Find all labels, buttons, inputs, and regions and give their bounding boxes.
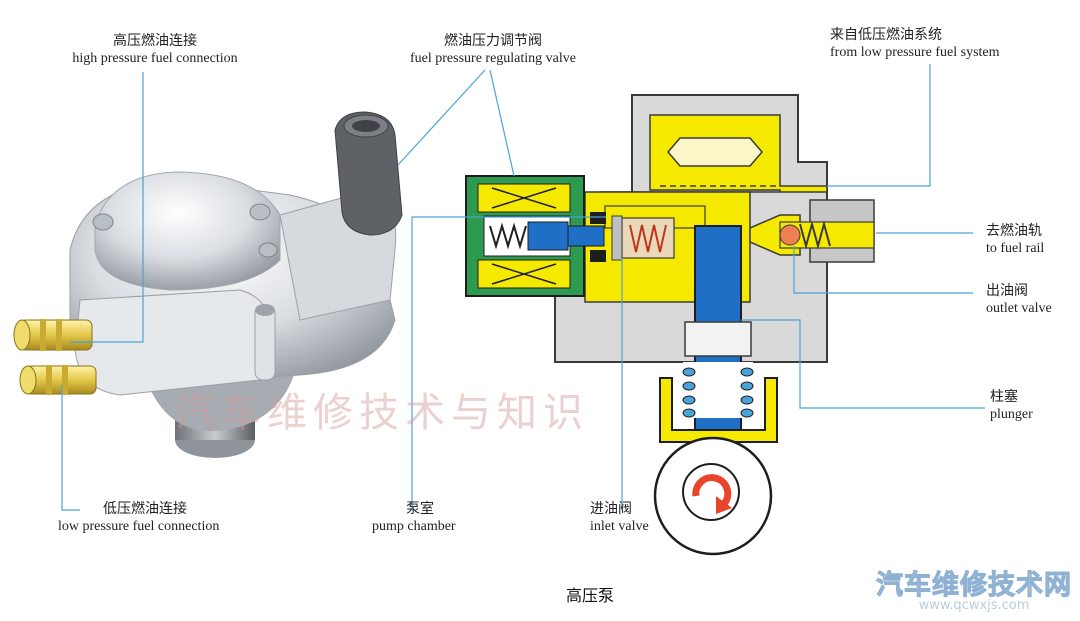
label-high-pressure: 高压燃油连接 high pressure fuel connection xyxy=(55,32,255,68)
label-regulating-valve-en: fuel pressure regulating valve xyxy=(410,51,576,66)
label-low-pressure-conn: 低压燃油连接 low pressure fuel connection xyxy=(58,500,219,536)
site-logo: 汽车维修技术网 www.qcwxjs.com xyxy=(876,563,1072,614)
label-pump-chamber-zh: 泵室 xyxy=(406,501,434,517)
label-pump-chamber: 泵室 pump chamber xyxy=(372,500,456,536)
label-low-pressure-system-zh: 来自低压燃油系统 xyxy=(830,27,942,43)
label-regulating-valve-zh: 燃油压力调节阀 xyxy=(444,33,542,49)
label-regulating-valve: 燃油压力调节阀 fuel pressure regulating valve xyxy=(388,32,598,68)
label-low-pressure-system: 来自低压燃油系统 from low pressure fuel system xyxy=(830,26,1000,62)
label-low-pressure-conn-zh: 低压燃油连接 xyxy=(103,501,187,517)
label-fuel-rail: 去燃油轨 to fuel rail xyxy=(986,222,1044,258)
label-outlet-valve-en: outlet valve xyxy=(986,301,1052,316)
pump-schematic xyxy=(465,94,875,556)
brass-fitting-upper xyxy=(13,319,93,351)
watermark-text: 汽车维修技术与知识 xyxy=(175,390,589,436)
site-logo-url: www.qcwxjs.com xyxy=(918,598,1030,613)
label-high-pressure-zh: 高压燃油连接 xyxy=(113,33,197,49)
pump-render xyxy=(13,111,403,458)
label-low-pressure-system-en: from low pressure fuel system xyxy=(830,45,1000,60)
label-inlet-valve-en: inlet valve xyxy=(590,519,649,534)
label-inlet-valve-zh: 进油阀 xyxy=(590,501,632,517)
label-outlet-valve-zh: 出油阀 xyxy=(986,283,1028,299)
site-logo-name: 汽车维修技术网 xyxy=(876,570,1072,602)
label-outlet-valve: 出油阀 outlet valve xyxy=(986,282,1052,318)
label-plunger: 柱塞 plunger xyxy=(990,388,1033,424)
label-fuel-rail-en: to fuel rail xyxy=(986,241,1045,256)
label-plunger-en: plunger xyxy=(990,407,1033,422)
label-inlet-valve: 进油阀 inlet valve xyxy=(590,500,649,536)
label-fuel-rail-zh: 去燃油轨 xyxy=(986,223,1042,239)
label-pump-chamber-en: pump chamber xyxy=(372,519,456,534)
label-high-pressure-en: high pressure fuel connection xyxy=(72,51,238,66)
plunger-spring xyxy=(682,362,754,418)
figure-caption: 高压泵 xyxy=(565,586,614,605)
brass-fitting-lower xyxy=(19,365,97,395)
label-plunger-zh: 柱塞 xyxy=(990,389,1018,405)
leader-lines xyxy=(61,64,985,511)
label-low-pressure-conn-en: low pressure fuel connection xyxy=(58,519,220,534)
